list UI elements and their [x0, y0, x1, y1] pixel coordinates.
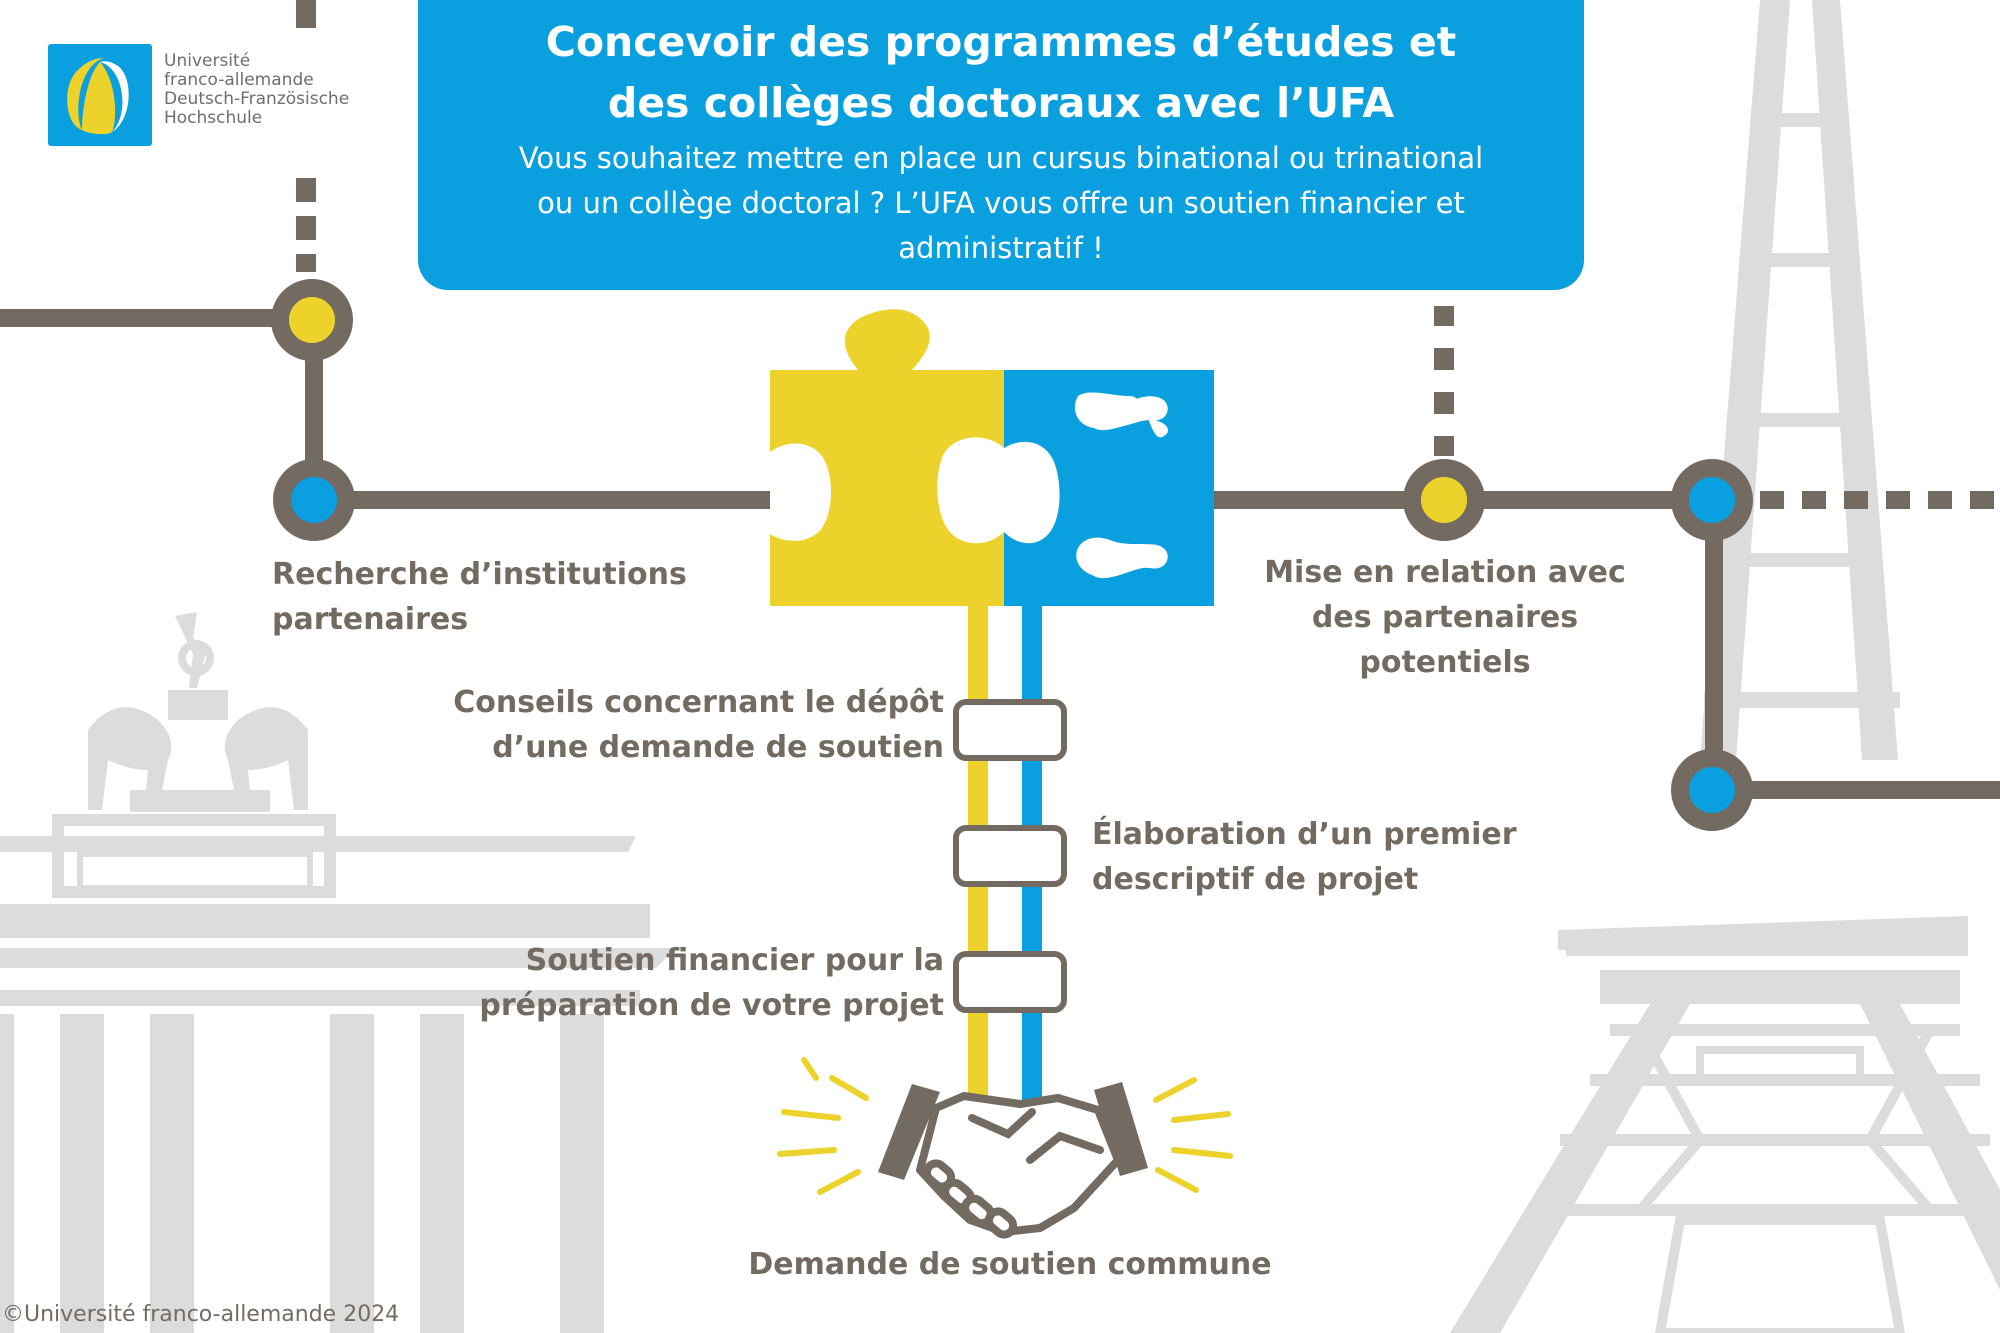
logo-line-2: franco-allemande — [164, 70, 314, 90]
brandenburg-gate-icon — [0, 612, 676, 1333]
logo-line-1: Université — [164, 51, 251, 71]
step-search-line-2: partenaires — [272, 602, 469, 637]
step-funding-line-1: Soutien financier pour la — [525, 943, 944, 978]
clamp-elaboration — [953, 825, 1067, 887]
clamp-funding — [953, 951, 1067, 1013]
copyright-notice: ©Université franco-allemande 2024 — [2, 1302, 400, 1327]
puzzle-notch-top — [1082, 394, 1168, 431]
logo-line-4: Hochschule — [164, 108, 263, 128]
step-funding-label: Soutien financier pour la préparation de… — [440, 938, 944, 1028]
step-elaboration-label: Élaboration d’un premier descriptif de p… — [1092, 812, 1517, 902]
step-joint-application-label: Demande de soutien commune — [700, 1242, 1320, 1287]
page-title-line-2: des collèges doctoraux avec l’UFA — [607, 79, 1395, 127]
step-contact-line-2: des partenaires — [1311, 600, 1579, 635]
step-search-label: Recherche d’institutions partenaires — [272, 552, 687, 642]
step-elaboration-line-1: Élaboration d’un premier — [1092, 817, 1517, 852]
step-advice-line-1: Conseils concernant le dépôt — [453, 685, 944, 720]
subtitle-line-2: ou un collège doctoral ? L’UFA vous offr… — [537, 186, 1465, 220]
logo-text: Université franco-allemande Deutsch-Fran… — [164, 52, 349, 128]
puzzle-notch-bottom — [1082, 542, 1168, 579]
puzzle-yellow-icon — [770, 309, 1004, 606]
route-lines — [0, 0, 2000, 799]
ufa-logo-icon — [48, 44, 152, 146]
cable-clamps — [953, 699, 1067, 1013]
node-search — [273, 459, 355, 541]
logo-line-3: Deutsch-Französische — [164, 89, 350, 109]
title-banner: Concevoir des programmes d’études et des… — [418, 0, 1584, 290]
step-contact-label: Mise en relation avec des partenaires po… — [1240, 550, 1650, 685]
page-title-line-1: Concevoir des programmes d’études et — [545, 18, 1457, 66]
step-funding-line-2: préparation de votre projet — [479, 988, 944, 1023]
node-right-top — [1671, 459, 1753, 541]
handshake-icon — [777, 1057, 1233, 1239]
subtitle-line-3: administratif ! — [898, 231, 1104, 265]
node-contact — [1403, 459, 1485, 541]
step-search-line-1: Recherche d’institutions — [272, 557, 687, 592]
step-joint-application-text: Demande de soutien commune — [748, 1247, 1272, 1282]
clamp-advice — [953, 699, 1067, 761]
node-top-left — [271, 279, 353, 361]
step-advice-line-2: d’une demande de soutien — [492, 730, 944, 765]
step-contact-line-3: potentiels — [1359, 645, 1531, 680]
ufa-logo: Université franco-allemande Deutsch-Fran… — [48, 44, 349, 146]
station-nodes — [271, 279, 1753, 831]
step-contact-line-1: Mise en relation avec — [1264, 555, 1626, 590]
step-advice-label: Conseils concernant le dépôt d’une deman… — [440, 680, 944, 770]
node-right-bottom — [1671, 749, 1753, 831]
step-elaboration-line-2: descriptif de projet — [1092, 862, 1419, 897]
subtitle-line-1: Vous souhaitez mettre en place un cursus… — [518, 141, 1484, 175]
